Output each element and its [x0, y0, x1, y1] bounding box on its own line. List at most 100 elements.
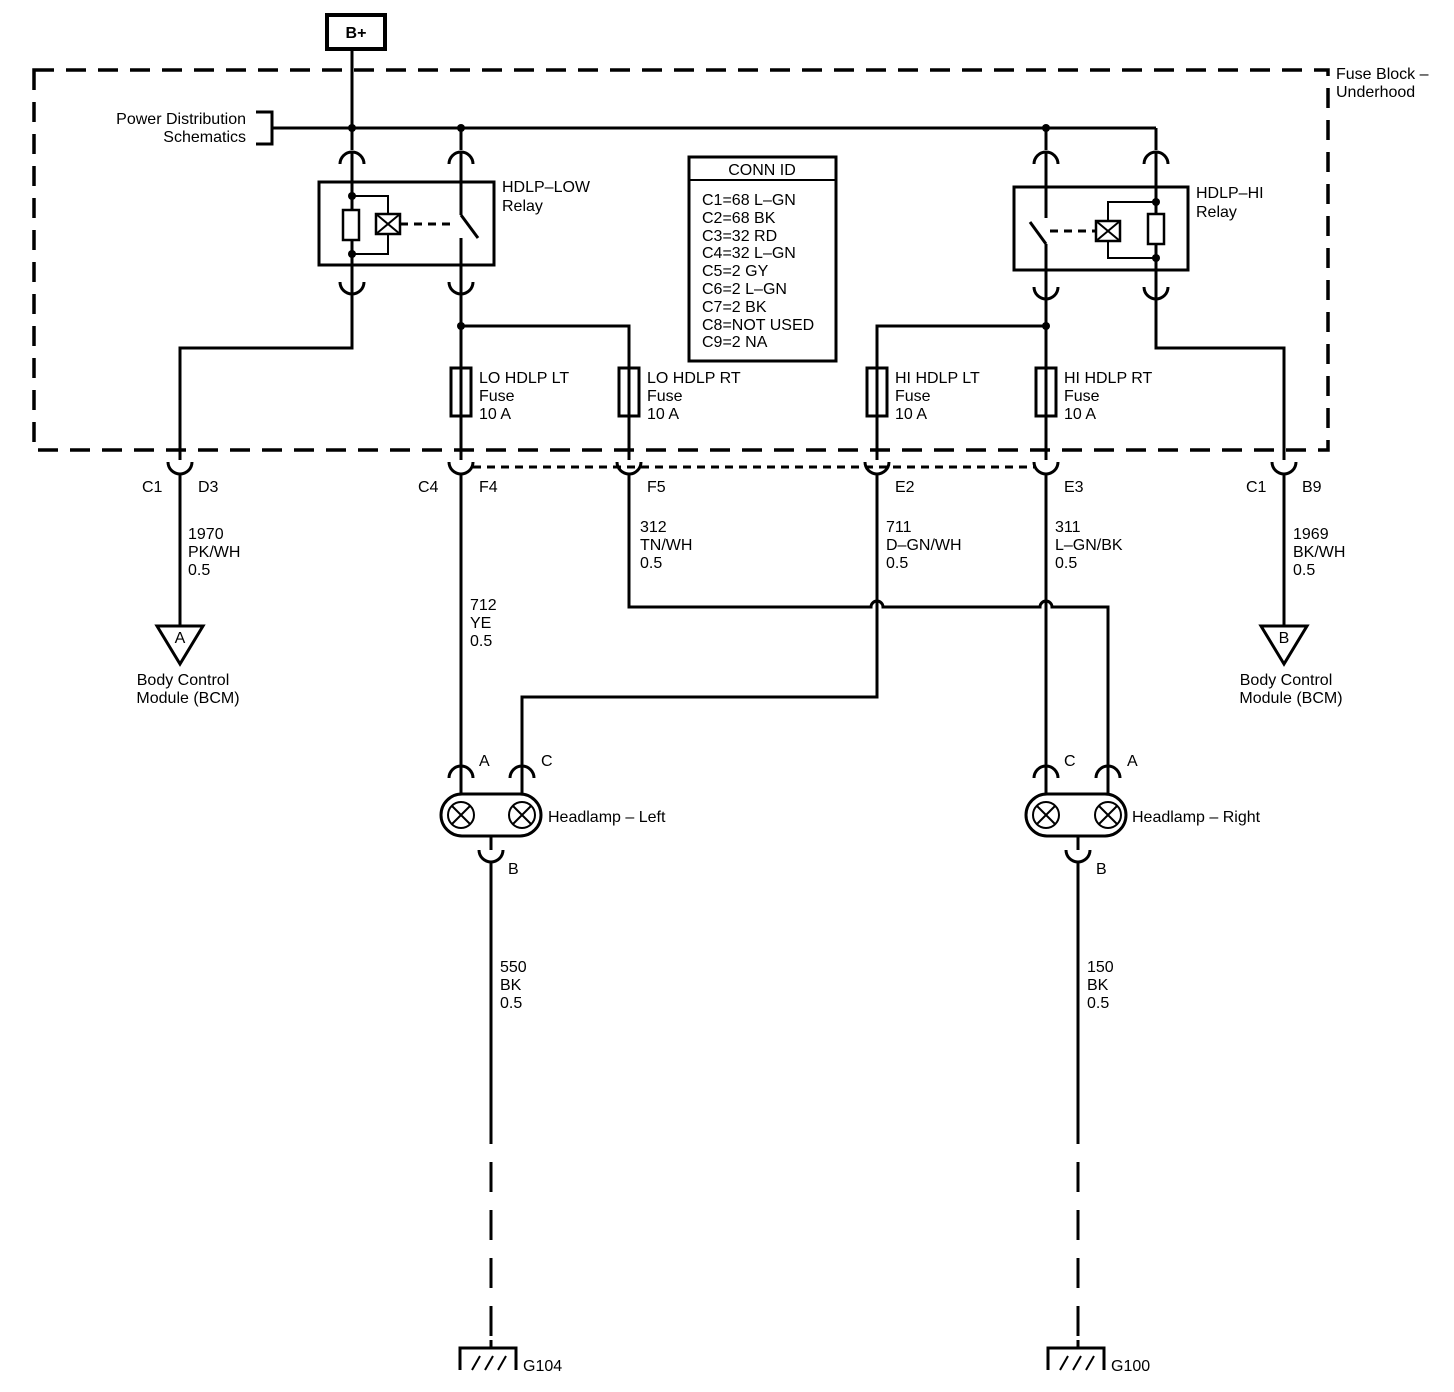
headlamp-body: [1024, 792, 1128, 838]
fuse-type: Fuse: [895, 388, 931, 405]
bcm-left-label-line1: Body Control: [137, 672, 230, 689]
power-distribution-label-line2: Schematics: [163, 129, 246, 146]
fuse-lo-hdlp-rt: [617, 366, 641, 460]
hi-relay-label-line2: Relay: [1196, 204, 1237, 221]
headlamp-left: [439, 764, 543, 864]
headlamp-terminal: [477, 849, 505, 864]
conn-id-item: C7=2 BK: [702, 299, 767, 316]
headlamp-pin-label: B: [508, 861, 519, 878]
wire-color: BK: [1087, 977, 1109, 994]
wire-312: [627, 474, 1110, 766]
fuse-block-label-line1: Fuse Block –: [1336, 66, 1429, 83]
relay-switch-contact: [459, 214, 480, 239]
wire-circuit: 1970: [188, 526, 224, 543]
ground-g100-symbol: [1046, 1340, 1106, 1371]
fuse-hi-hdlp-rt: [1034, 366, 1058, 460]
wire-size: 0.5: [1087, 995, 1109, 1012]
conn-id-table: CONN ID C1=68 L–GN C2=68 BK C3=32 RD C4=…: [687, 155, 838, 363]
relay-switch-contact: [1028, 221, 1048, 245]
connector-label: C1: [1246, 479, 1267, 496]
relay-diode-resistor: [341, 208, 361, 242]
fuse-type: Fuse: [647, 388, 683, 405]
connector-pin-label: F4: [479, 479, 498, 496]
conn-id-item: C6=2 L–GN: [702, 281, 787, 298]
hi-relay-label-line1: HDLP–HI: [1196, 185, 1264, 202]
wire-circuit: 150: [1087, 959, 1114, 976]
conn-id-item: C8=NOT USED: [702, 317, 814, 334]
wire-size: 0.5: [470, 633, 492, 650]
fuse-rating: 10 A: [647, 406, 679, 423]
bulb-low: [1094, 801, 1122, 829]
wire-size: 0.5: [188, 562, 210, 579]
hi-lt-feed-wire: [875, 324, 1046, 368]
connector-terminal-d3: [166, 461, 194, 476]
headlamp-right: [1024, 764, 1128, 864]
wire-color: YE: [470, 615, 491, 632]
fuse-rating: 10 A: [895, 406, 927, 423]
bcm-right-label-line1: Body Control: [1240, 672, 1333, 689]
wire-color: L–GN/BK: [1055, 537, 1123, 554]
bcm-left-label-line2: Module (BCM): [136, 690, 239, 707]
connector-label: C4: [418, 479, 439, 496]
bcm-pin-label: B: [1279, 630, 1290, 647]
low-relay-label-line1: HDLP–LOW: [502, 179, 591, 196]
connector-terminal-e3: [1032, 461, 1060, 476]
connector-terminal-b9: [1270, 461, 1298, 476]
fuse-lo-hdlp-lt: [449, 366, 473, 460]
low-relay-coil-to-bcm-wire: [178, 294, 354, 460]
wire-size: 0.5: [886, 555, 908, 572]
headlamp-pin-label: C: [1064, 753, 1076, 770]
bulb-high: [1032, 801, 1060, 829]
fuse-type: Fuse: [1064, 388, 1100, 405]
connector-pin-label: B9: [1302, 479, 1322, 496]
battery-label: B+: [346, 25, 367, 42]
headlamp-pin-label: A: [1127, 753, 1138, 770]
conn-id-title: CONN ID: [728, 162, 796, 179]
bcm-right-label-line2: Module (BCM): [1239, 690, 1342, 707]
bulb-high: [508, 801, 536, 829]
connector-pin-label: E2: [895, 479, 915, 496]
fuse-block-outline: [32, 68, 1330, 452]
wire-size: 0.5: [1055, 555, 1077, 572]
connector-pin-label: E3: [1064, 479, 1084, 496]
ground-label: G104: [523, 1358, 562, 1375]
lo-rt-feed-wire: [461, 324, 631, 368]
hdlp-low-relay: [317, 150, 496, 296]
fuse-name: LO HDLP LT: [479, 370, 569, 387]
headlamp-terminal: [1064, 849, 1092, 864]
bulb-low: [447, 801, 475, 829]
wire-size: 0.5: [500, 995, 522, 1012]
connector-pin-label: D3: [198, 479, 219, 496]
conn-id-item: C2=68 BK: [702, 210, 776, 227]
relay-box: [317, 180, 496, 267]
wire-size: 0.5: [1293, 562, 1315, 579]
connector-label: C1: [142, 479, 163, 496]
fuse-hi-hdlp-lt: [865, 366, 889, 460]
ground-g104-symbol: [458, 1340, 518, 1371]
headlamp-pin-label: C: [541, 753, 553, 770]
headlamp-right-label: Headlamp – Right: [1132, 809, 1261, 826]
bcm-right-input: B: [1258, 624, 1310, 667]
ground-label: G100: [1111, 1358, 1150, 1375]
fuse-name: HI HDLP RT: [1064, 370, 1153, 387]
wire-711: [520, 474, 879, 766]
wire-circuit: 712: [470, 597, 497, 614]
wire-color: BK/WH: [1293, 544, 1345, 561]
connector-pin-label: F5: [647, 479, 666, 496]
connector-terminal-f4: [447, 461, 475, 476]
fuse-name: LO HDLP RT: [647, 370, 741, 387]
fuse-type: Fuse: [479, 388, 515, 405]
hi-relay-coil-to-bcm-wire: [1154, 299, 1286, 460]
wire-circuit: 711: [886, 519, 912, 536]
headlamp-pin-label: B: [1096, 861, 1107, 878]
wire-size: 0.5: [640, 555, 662, 572]
conn-id-item: C1=68 L–GN: [702, 192, 796, 209]
fuse-rating: 10 A: [479, 406, 511, 423]
wire-color: PK/WH: [188, 544, 240, 561]
conn-id-item: C5=2 GY: [702, 263, 769, 280]
wire-circuit: 311: [1055, 519, 1081, 536]
headlamp-left-label: Headlamp – Left: [548, 809, 666, 826]
power-distribution-label-line1: Power Distribution: [116, 111, 246, 128]
bcm-pin-label: A: [175, 630, 186, 647]
